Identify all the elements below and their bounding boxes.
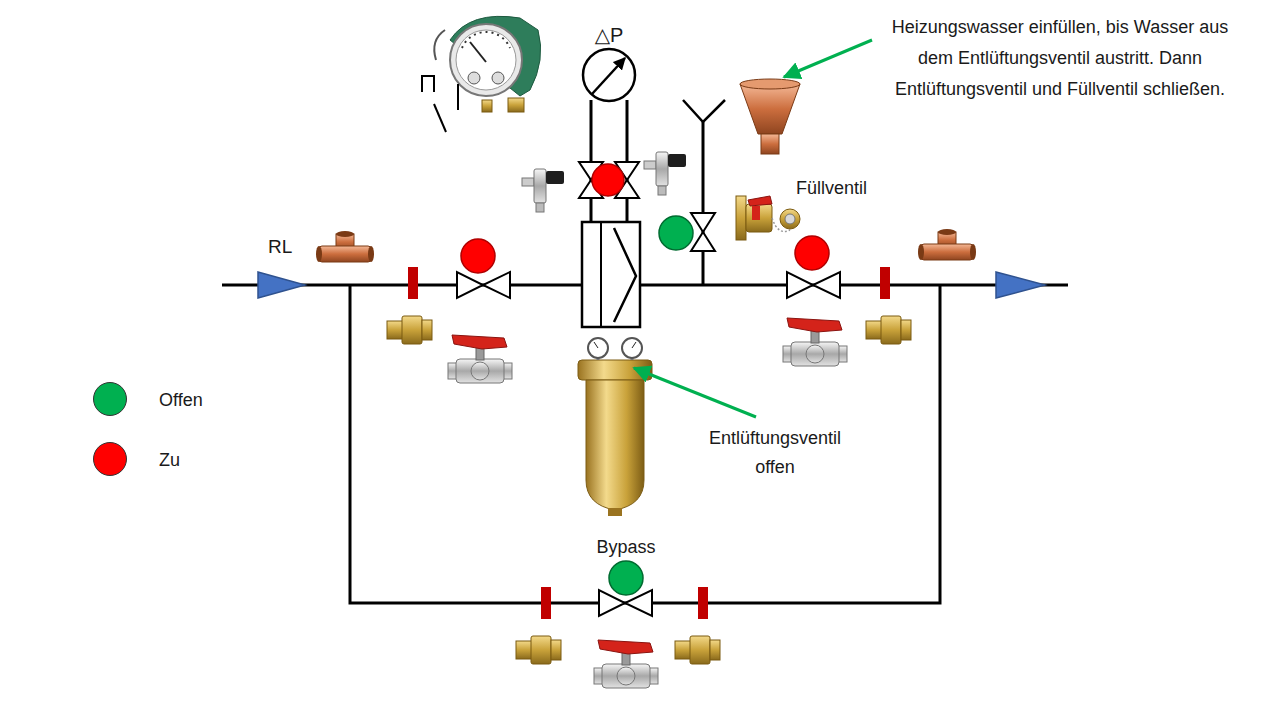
pipe (702, 122, 705, 285)
fill-valve-photo (752, 206, 760, 220)
legend-swatch (93, 382, 127, 416)
union-mark (408, 267, 890, 619)
valve-symbol (483, 272, 510, 298)
filter-symbol (582, 222, 640, 327)
filter-housing-photo (586, 380, 644, 510)
pressure-switch-photo (482, 100, 492, 112)
filter-housing-photo (622, 338, 642, 358)
piping-schematic (675, 636, 720, 664)
valve-symbol (813, 272, 840, 298)
pressure-switch-photo (468, 72, 480, 84)
fill-valve-photo (746, 204, 772, 232)
differential-pressure-gauge (583, 49, 635, 101)
filter-housing-photo (594, 342, 598, 348)
differential-pressure-gauge (592, 58, 625, 94)
state-closed (795, 236, 829, 270)
state-open (659, 216, 693, 250)
valve-symbol (691, 232, 715, 251)
state-closed (592, 164, 624, 196)
filter-housing-photo (632, 342, 636, 348)
leader-arrow (784, 40, 872, 77)
valve-symbol (787, 272, 813, 298)
state-open (609, 561, 643, 595)
filter-symbol (582, 222, 640, 327)
pressure-symbol: △P (584, 24, 634, 46)
funnel-photo (740, 79, 800, 154)
flow-arrow (258, 272, 305, 298)
fill-valve-photo (736, 196, 800, 240)
union-mark (541, 587, 551, 619)
legend-label: Offen (159, 389, 203, 411)
pipe (350, 285, 940, 603)
flow-arrow (996, 272, 1045, 298)
fill-valve-photo (780, 209, 800, 229)
instruction-note: Heizungswasser einfüllen, bis Wasser aus… (882, 12, 1238, 105)
funnel-photo (740, 84, 800, 134)
piping-schematic (387, 316, 432, 344)
part-label: Bypass (576, 536, 676, 558)
state-closed (461, 164, 829, 273)
valve-symbol (691, 213, 715, 232)
filter-symbol (614, 228, 636, 322)
funnel-photo (740, 79, 800, 89)
filter-housing-photo (588, 338, 608, 358)
piping-schematic (918, 229, 976, 260)
part-label: Füllventil (796, 177, 867, 199)
piping-schematic (866, 316, 911, 344)
fill-valve-photo (736, 196, 746, 240)
switch-symbol (422, 76, 458, 132)
union-mark (408, 267, 418, 299)
piping-schematic (522, 169, 564, 212)
valve-symbol (457, 272, 483, 298)
piping-schematic (516, 636, 561, 664)
piping-schematic (783, 318, 847, 366)
switch-symbol (422, 76, 434, 92)
pressure-switch-photo (450, 16, 541, 96)
piping-schematic (316, 231, 374, 262)
pressure-switch-photo (434, 16, 540, 112)
pressure-switch-photo (450, 24, 522, 96)
pipe (683, 100, 725, 122)
valve-symbol (457, 162, 840, 616)
pressure-switch-photo (492, 72, 504, 84)
callout-label: Entlüftungsventil offen (690, 424, 860, 482)
differential-pressure-gauge (583, 49, 635, 101)
filter-symbol (600, 222, 602, 327)
return-label: RL (268, 236, 292, 258)
pipe (222, 100, 1068, 603)
filter-housing-photo (608, 508, 622, 516)
union-mark (880, 267, 890, 299)
switch-symbol (434, 104, 446, 132)
piping-schematic (594, 640, 658, 688)
funnel-photo (761, 134, 779, 154)
pressure-switch-photo (462, 32, 510, 48)
leader-arrow (634, 368, 756, 417)
filter-housing-photo (578, 338, 652, 516)
legend-label: Zu (159, 449, 180, 471)
pressure-switch-photo (434, 30, 445, 60)
pressure-switch-photo (470, 42, 486, 62)
pressure-switch-photo (456, 30, 516, 90)
pressure-switch-photo (508, 98, 524, 112)
fill-valve-photo (748, 196, 772, 206)
piping-schematic (448, 335, 512, 383)
legend-swatch (93, 442, 127, 476)
switch-symbol (457, 84, 459, 110)
piping-schematic (644, 152, 686, 195)
union-mark (698, 587, 708, 619)
state-closed (461, 239, 495, 273)
fill-valve-photo (785, 214, 795, 224)
